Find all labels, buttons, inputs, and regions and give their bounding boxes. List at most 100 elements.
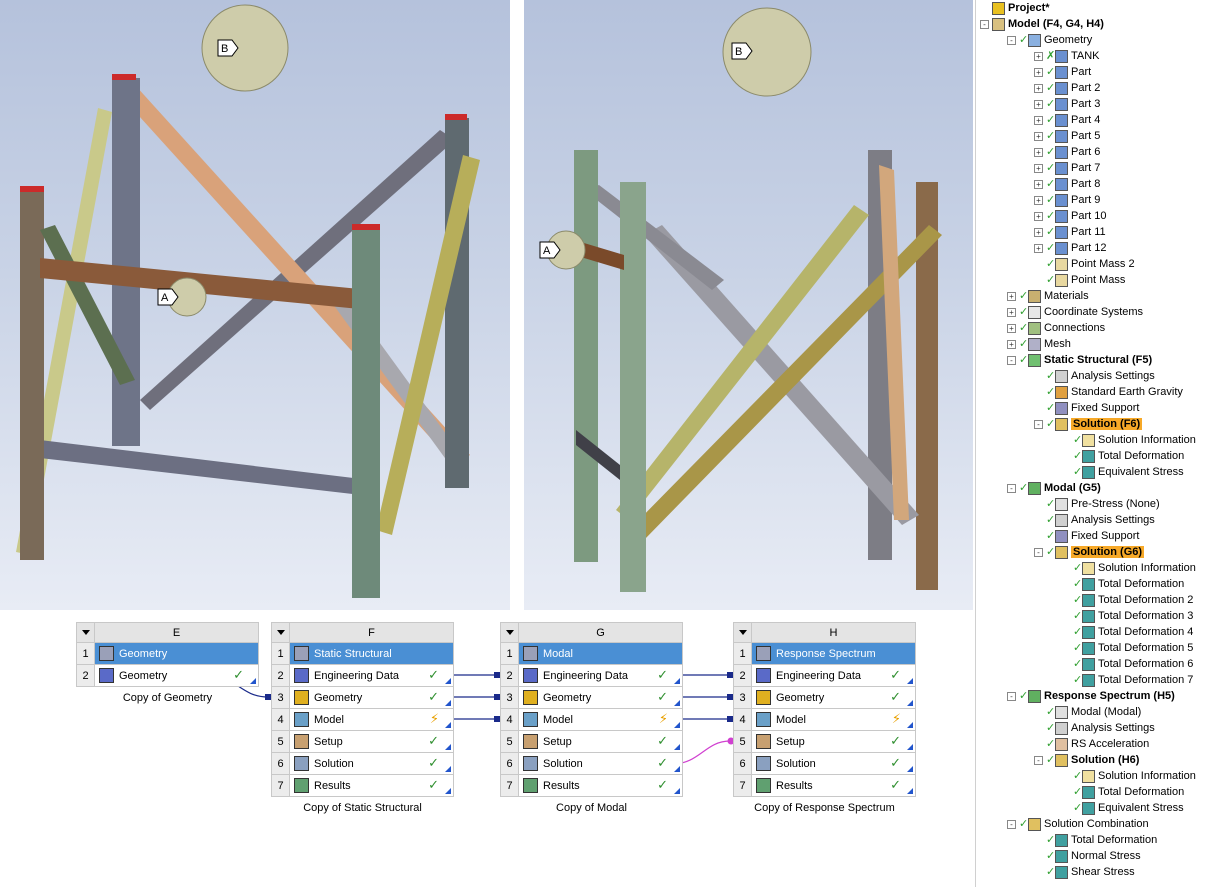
tree-node[interactable]: +✓Part 8 [1034, 176, 1100, 192]
expand-icon[interactable]: + [1007, 291, 1016, 301]
expand-icon[interactable]: + [1034, 83, 1043, 93]
system-cell[interactable]: Response Spectrum [751, 642, 916, 665]
system-cell[interactable]: Geometry✓ [94, 664, 259, 687]
tree-node[interactable]: ✓Fixed Support [1034, 400, 1139, 416]
system-caption[interactable]: Copy of Response Spectrum [754, 802, 895, 814]
system-menu-arrow[interactable] [500, 622, 519, 643]
tree-node[interactable]: ✓Pre-Stress (None) [1034, 496, 1160, 512]
tree-node[interactable]: ✓Point Mass [1034, 272, 1125, 288]
system-cell[interactable]: Results✓ [751, 774, 916, 797]
expand-icon[interactable]: + [1034, 147, 1043, 157]
system-cell[interactable]: Solution✓ [289, 752, 454, 775]
tree-node[interactable]: ✓RS Acceleration [1034, 736, 1149, 752]
system-cell[interactable]: Geometry [94, 642, 259, 665]
expand-icon[interactable]: + [1034, 195, 1043, 205]
tree-node[interactable]: ✓Total Deformation [1061, 448, 1184, 464]
tree-node[interactable]: ✓Fixed Support [1034, 528, 1139, 544]
expand-icon[interactable]: + [1034, 115, 1043, 125]
tree-node[interactable]: -✓Response Spectrum (H5) [1007, 688, 1175, 704]
tree-node[interactable]: ✓Total Deformation 6 [1061, 656, 1193, 672]
tree-node[interactable]: +✓Part 2 [1034, 80, 1100, 96]
tree-node[interactable]: ✓Normal Stress [1034, 848, 1141, 864]
geometry-viewport-left[interactable]: B A [0, 0, 510, 610]
tree-node[interactable]: ✓Total Deformation [1034, 832, 1157, 848]
tree-node[interactable]: ✓Total Deformation 3 [1061, 608, 1193, 624]
tree-node[interactable]: ✓Total Deformation [1061, 576, 1184, 592]
expand-icon[interactable]: + [1034, 243, 1043, 253]
tree-node[interactable]: +✓Part 9 [1034, 192, 1100, 208]
tree-node[interactable]: ✓Total Deformation 5 [1061, 640, 1193, 656]
system-cell[interactable]: Setup✓ [289, 730, 454, 753]
collapse-icon[interactable]: - [1007, 35, 1016, 45]
system-cell[interactable]: Geometry✓ [289, 686, 454, 709]
system-caption[interactable]: Copy of Geometry [122, 692, 213, 704]
tree-node[interactable]: -✓Solution (F6) [1034, 416, 1143, 432]
tree-node[interactable]: +✓Part 7 [1034, 160, 1100, 176]
tree-node[interactable]: ✓Total Deformation [1061, 784, 1184, 800]
collapse-icon[interactable]: - [1007, 483, 1016, 493]
expand-icon[interactable]: + [1007, 307, 1016, 317]
system-cell[interactable]: Engineering Data✓ [289, 664, 454, 687]
system-cell[interactable]: Setup✓ [751, 730, 916, 753]
expand-icon[interactable]: + [1034, 179, 1043, 189]
geometry-viewport-right[interactable]: B A [524, 0, 973, 610]
system-cell[interactable]: Modal [518, 642, 683, 665]
tree-node[interactable]: ✓Modal (Modal) [1034, 704, 1141, 720]
system-cell[interactable]: Solution✓ [751, 752, 916, 775]
tree-node[interactable]: ✓Equivalent Stress [1061, 464, 1184, 480]
system-caption[interactable]: Copy of Modal [556, 802, 627, 814]
tree-node[interactable]: +✓Part 6 [1034, 144, 1100, 160]
expand-icon[interactable]: + [1034, 227, 1043, 237]
tree-node[interactable]: +✓Part [1034, 64, 1091, 80]
tree-node[interactable]: ✓Equivalent Stress [1061, 800, 1184, 816]
collapse-icon[interactable]: - [1034, 547, 1043, 557]
tree-node[interactable]: +✓Part 11 [1034, 224, 1106, 240]
tree-node[interactable]: ✓Standard Earth Gravity [1034, 384, 1183, 400]
tree-node[interactable]: ✓Analysis Settings [1034, 512, 1155, 528]
tree-node[interactable]: -✓Static Structural (F5) [1007, 352, 1152, 368]
tree-node[interactable]: -✓Solution (G6) [1034, 544, 1145, 560]
system-cell[interactable]: Engineering Data✓ [518, 664, 683, 687]
tree-node[interactable]: ✓Solution Information [1061, 432, 1196, 448]
system-cell[interactable]: Engineering Data✓ [751, 664, 916, 687]
tree-node[interactable]: ✓Shear Stress [1034, 864, 1135, 880]
system-cell[interactable]: Results✓ [518, 774, 683, 797]
tree-node[interactable]: +✓Part 3 [1034, 96, 1100, 112]
tree-node[interactable]: +✓Materials [1007, 288, 1089, 304]
tree-node[interactable]: ✓Point Mass 2 [1034, 256, 1135, 272]
system-cell[interactable]: Geometry✓ [751, 686, 916, 709]
collapse-icon[interactable]: - [1034, 419, 1043, 429]
system-cell[interactable]: Static Structural [289, 642, 454, 665]
system-cell[interactable]: Model⚡ [751, 708, 916, 731]
expand-icon[interactable]: + [1034, 99, 1043, 109]
expand-icon[interactable]: + [1034, 67, 1043, 77]
tree-node[interactable]: +✓Part 12 [1034, 240, 1106, 256]
tree-node[interactable]: ✓Analysis Settings [1034, 368, 1155, 384]
system-cell[interactable]: Setup✓ [518, 730, 683, 753]
tree-node[interactable]: ✓Total Deformation 7 [1061, 672, 1193, 688]
tree-node[interactable]: ✓Solution Information [1061, 768, 1196, 784]
system-cell[interactable]: Solution✓ [518, 752, 683, 775]
tree-node[interactable]: Project* [980, 0, 1050, 16]
